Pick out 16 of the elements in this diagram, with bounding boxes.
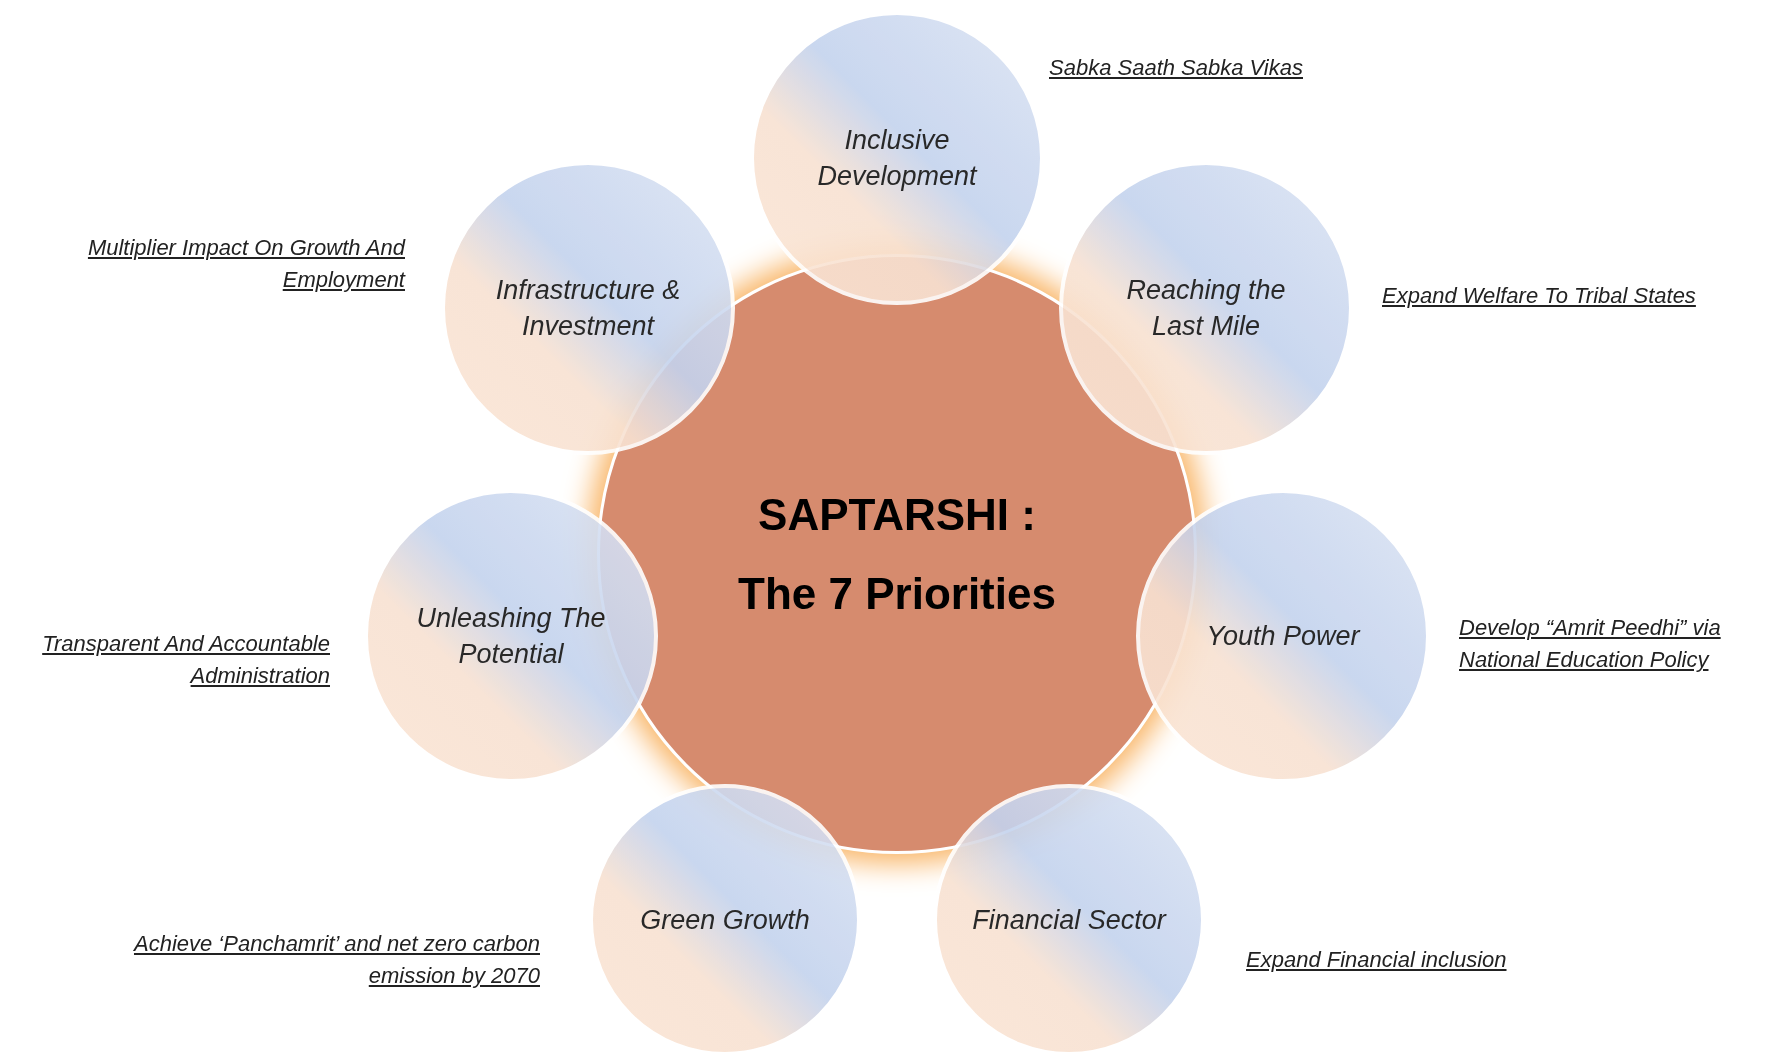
priority-caption: Sabka Saath Sabka Vikas — [1049, 54, 1304, 82]
priority-caption: Expand Financial inclusion — [1246, 946, 1508, 974]
priority-caption: Expand Welfare To Tribal States — [1382, 282, 1697, 310]
center-title: The 7 Priorities — [737, 568, 1057, 620]
center-title: SAPTARSHI : — [757, 489, 1037, 541]
priority-label: Youth Power — [1206, 620, 1360, 653]
priority-caption: Achieve ‘Panchamrit’ and net zero carbon emission by 2070 — [132, 930, 540, 990]
priority-label: Reaching the Last Mile — [1125, 274, 1287, 343]
priority-caption: Multiplier Impact On Growth And Employment — [86, 234, 405, 294]
priority-caption: Develop “Amrit Peedhi” via National Education Policy — [1459, 614, 1722, 674]
priority-label: Inclusive Development — [816, 124, 979, 193]
priority-caption: Transparent And Accountable Administration — [41, 630, 330, 690]
priority-label: Green Growth — [640, 904, 810, 937]
priority-label: Financial Sector — [972, 904, 1166, 937]
priority-label: Infrastructure & Investment — [494, 274, 682, 343]
priority-label: Unleashing The Potential — [415, 602, 607, 671]
